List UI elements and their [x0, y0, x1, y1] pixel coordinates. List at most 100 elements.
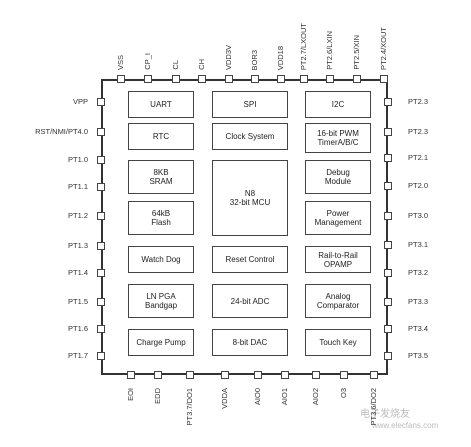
pin-bottom [221, 371, 229, 379]
block-touch-key: Touch Key [305, 329, 371, 356]
pin-right [384, 154, 392, 162]
pin-label-left: PT1.7 [67, 351, 88, 360]
block-flash: 64kB Flash [128, 201, 194, 235]
block-lnpga: LN PGA Bandgap [128, 284, 194, 318]
pin-label-left: PT1.3 [67, 241, 88, 250]
pin-bottom [312, 371, 320, 379]
pin-left [97, 156, 105, 164]
pin-label-top: VDD18 [276, 45, 285, 70]
pin-top [117, 75, 125, 83]
pin-bottom [154, 371, 162, 379]
pin-label-bottom: PT3.7/DO1 [185, 388, 194, 426]
pin-bottom [254, 371, 262, 379]
pin-label-left: PT1.2 [67, 211, 88, 220]
block-opamp: Rail-to-Rail OPAMP [305, 246, 371, 273]
pin-label-left: PT1.6 [67, 324, 88, 333]
pin-label-right: PT3.4 [408, 324, 429, 333]
block-watchdog: Watch Dog [128, 246, 194, 273]
pin-label-bottom: VDDA [220, 388, 229, 409]
pin-label-right: PT2.0 [408, 181, 429, 190]
pin-label-top: PT2.4/XOUT [379, 27, 388, 70]
pin-bottom [127, 371, 135, 379]
block-i2c: I2C [305, 91, 371, 118]
pin-label-bottom: AIO2 [311, 388, 320, 406]
watermark-url: www.elecfans.com [372, 421, 439, 430]
block-sram: 8KB SRAM [128, 160, 194, 194]
pin-top [277, 75, 285, 83]
pin-label-left: PT1.5 [67, 297, 88, 306]
block-mcu: N8 32-bit MCU [212, 160, 288, 236]
pin-left [97, 298, 105, 306]
pin-bottom [340, 371, 348, 379]
pin-label-right: PT3.1 [408, 240, 429, 249]
pin-label-top: BOR3 [250, 49, 259, 70]
block-power-management: Power Management [305, 201, 371, 235]
pin-right [384, 269, 392, 277]
block-pwm: 16-bit PWM TimerA/B/C [305, 123, 371, 153]
pin-top [172, 75, 180, 83]
pin-top [380, 75, 388, 83]
pin-label-right: PT3.3 [408, 297, 429, 306]
pin-label-bottom: AIO0 [253, 388, 262, 406]
pin-label-bottom: EOI [126, 388, 135, 401]
block-uart: UART [128, 91, 194, 118]
pin-label-bottom: O3 [339, 388, 348, 399]
block-spi: SPI [212, 91, 288, 118]
pin-label-left: PT1.4 [67, 268, 88, 277]
pin-top [198, 75, 206, 83]
block-clock-system: Clock System [212, 123, 288, 150]
pin-right [384, 212, 392, 220]
pin-right [384, 182, 392, 190]
pin-label-right: PT2.3 [408, 97, 429, 106]
block-dac: 8-bit DAC [212, 329, 288, 356]
block-comparator: Analog Comparator [305, 284, 371, 318]
pin-top [144, 75, 152, 83]
block-debug: Debug Module [305, 160, 371, 194]
pin-label-top: CH [197, 59, 206, 70]
pin-top [251, 75, 259, 83]
pin-label-top: CP_I [143, 53, 152, 70]
pin-left [97, 128, 105, 136]
watermark-logo: 电子发烧友 [360, 409, 410, 420]
pin-bottom [370, 371, 378, 379]
pin-top [300, 75, 308, 83]
pin-left [97, 183, 105, 191]
block-rtc: RTC [128, 123, 194, 150]
pin-top [326, 75, 334, 83]
pin-label-right: PT2.1 [408, 153, 429, 162]
pin-bottom [281, 371, 289, 379]
pin-right [384, 352, 392, 360]
pin-label-top: PT2.6/LXIN [325, 31, 334, 70]
pin-left [97, 242, 105, 250]
pin-label-bottom: AIO1 [280, 388, 289, 406]
pin-right [384, 128, 392, 136]
pin-bottom [186, 371, 194, 379]
pin-label-left: PT1.0 [67, 155, 88, 164]
pin-right [384, 298, 392, 306]
pin-label-top: PT2.7/LXOUT [299, 22, 308, 70]
block-charge-pump: Charge Pump [128, 329, 194, 356]
pin-top [225, 75, 233, 83]
pin-right [384, 98, 392, 106]
pin-label-top: CL [171, 60, 180, 70]
pin-label-bottom: EDD [153, 388, 162, 404]
pin-label-left: PT1.1 [67, 182, 88, 191]
pin-label-top: VDD3V [224, 44, 233, 70]
pin-right [384, 241, 392, 249]
pin-right [384, 325, 392, 333]
pin-label-right: PT2.3 [408, 127, 429, 136]
pin-left [97, 352, 105, 360]
pin-label-top: VSS [116, 54, 125, 70]
pin-label-right: PT3.2 [408, 268, 429, 277]
block-adc: 24-bit ADC [212, 284, 288, 318]
pin-top [353, 75, 361, 83]
pin-left [97, 325, 105, 333]
pin-label-left: VPP [72, 97, 88, 106]
pin-left [97, 98, 105, 106]
pin-left [97, 212, 105, 220]
pin-label-bottom: PT3.6/DO2 [369, 388, 378, 426]
pin-label-top: PT2.5/XIN [352, 35, 361, 70]
pin-label-right: PT3.0 [408, 211, 429, 220]
block-reset-control: Reset Control [212, 246, 288, 273]
pin-label-left: RST/NMI/PT4.0 [35, 127, 88, 136]
